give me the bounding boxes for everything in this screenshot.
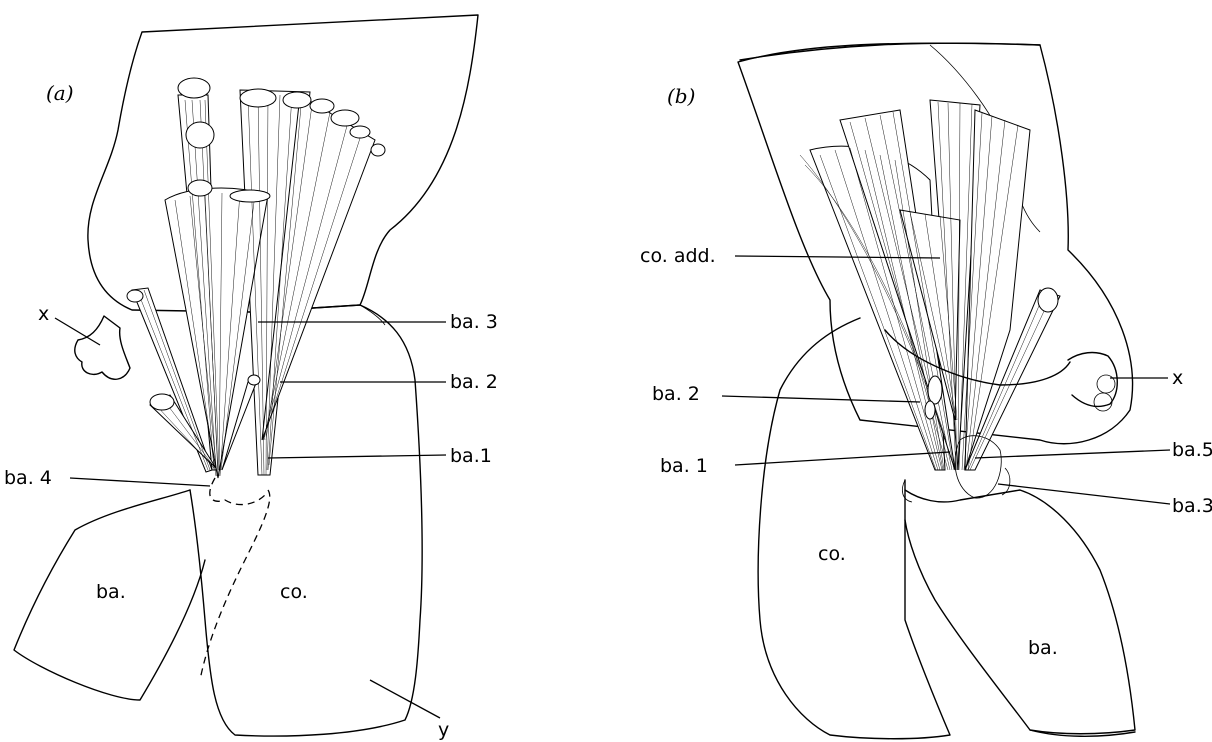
panel-b-basis-outline — [905, 490, 1135, 734]
panel-b-label: (b) — [667, 84, 695, 108]
label-basis: ba. — [96, 581, 126, 603]
panel-a-label: (a) — [46, 81, 74, 105]
label-ba1-b: ba. 1 — [660, 455, 708, 477]
hidden-edge — [200, 490, 270, 680]
label-y: y — [438, 719, 449, 741]
label-coxa-b: co. — [818, 543, 846, 565]
x-tube-b — [1094, 393, 1112, 411]
panel-a-muscles — [127, 78, 385, 478]
label-basis-b: ba. — [1028, 637, 1058, 659]
panel-a: (a) — [4, 15, 498, 741]
label-ba1: ba.1 — [450, 445, 492, 467]
label-x: x — [38, 303, 49, 325]
label-x-b: x — [1172, 367, 1183, 389]
panel-b-muscles — [800, 100, 1070, 502]
label-ba4: ba. 4 — [4, 467, 52, 489]
panel-b: (b) — [640, 43, 1212, 739]
label-coxa: co. — [280, 581, 308, 603]
label-ba2: ba. 2 — [450, 371, 498, 393]
label-ba3: ba. 3 — [450, 311, 498, 333]
label-ba2-b: ba. 2 — [652, 383, 700, 405]
hidden-edge-2 — [210, 478, 265, 505]
panel-a-lobe-x — [75, 316, 130, 379]
label-ba3-b: ba.3 — [1172, 495, 1212, 517]
panel-b-lobe-x — [1068, 353, 1117, 407]
label-ba5: ba.5 — [1172, 439, 1212, 461]
label-co-add: co. add. — [640, 245, 716, 267]
